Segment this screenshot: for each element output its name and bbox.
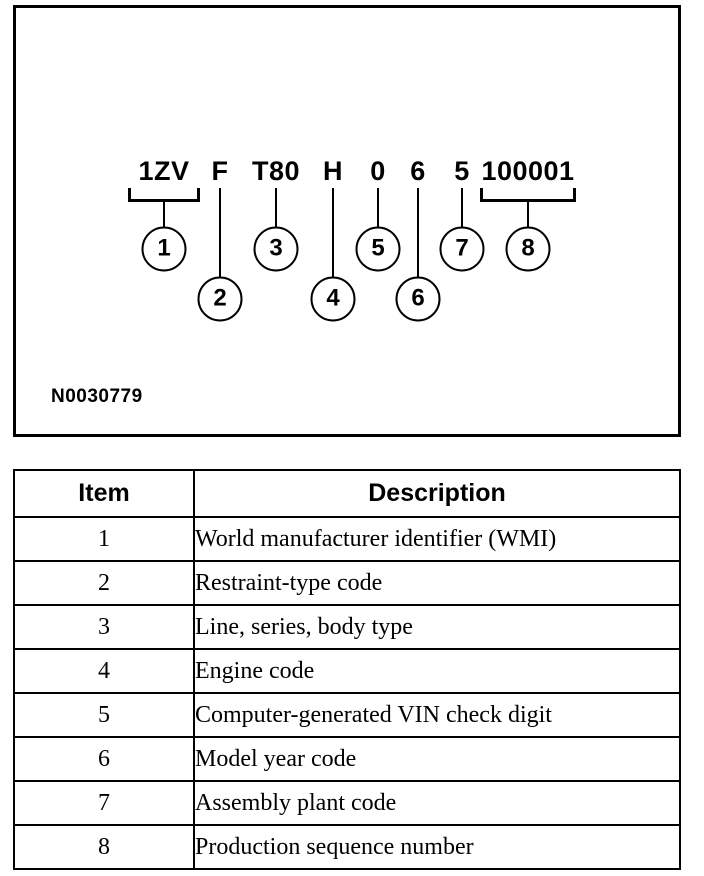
leader-line-2 [219, 188, 221, 277]
cell-description: Computer-generated VIN check digit [193, 692, 681, 738]
column-header-item: Item [13, 469, 195, 518]
leader-line-8 [527, 202, 529, 227]
cell-item-number: 1 [13, 516, 195, 562]
vin-bracket-1 [128, 188, 200, 202]
callout-circle-6: 6 [395, 276, 441, 322]
callout-circle-4: 4 [310, 276, 356, 322]
vin-bracket-8 [480, 188, 576, 202]
figure-reference-id: N0030779 [51, 386, 143, 407]
callout-circle-1: 1 [141, 226, 187, 272]
vin-segment-text-6: 6 [410, 156, 426, 186]
cell-item-number: 2 [13, 560, 195, 606]
callout-number-1: 1 [157, 234, 171, 262]
cell-item-number: 6 [13, 736, 195, 782]
callout-circle-7: 7 [439, 226, 485, 272]
callout-number-7: 7 [455, 234, 469, 262]
callout-number-8: 8 [521, 234, 535, 262]
cell-description: Restraint-type code [193, 560, 681, 606]
vin-segment-text-7: 5 [454, 156, 470, 186]
leader-line-6 [417, 188, 419, 277]
cell-description: Model year code [193, 736, 681, 782]
callout-number-6: 6 [411, 284, 425, 312]
leader-line-3 [275, 188, 277, 227]
cell-description: World manufacturer identifier (WMI) [193, 516, 681, 562]
vin-segment-text-1: 1ZV [138, 156, 190, 186]
cell-item-number: 5 [13, 692, 195, 738]
callout-circle-2: 2 [197, 276, 243, 322]
leader-line-1 [163, 202, 165, 227]
table-header-row: Item Description [13, 469, 681, 518]
callout-number-4: 4 [326, 284, 340, 312]
callout-circle-5: 5 [355, 226, 401, 272]
callout-number-2: 2 [213, 284, 227, 312]
cell-item-number: 4 [13, 648, 195, 694]
callout-circle-3: 3 [253, 226, 299, 272]
cell-item-number: 3 [13, 604, 195, 650]
cell-description: Engine code [193, 648, 681, 694]
cell-item-number: 8 [13, 824, 195, 870]
vin-segment-text-5: 0 [370, 156, 386, 186]
vin-segment-text-4: H [323, 156, 343, 186]
cell-description: Assembly plant code [193, 780, 681, 826]
cell-description: Line, series, body type [193, 604, 681, 650]
cell-description: Production sequence number [193, 824, 681, 870]
leader-line-7 [461, 188, 463, 227]
leader-line-4 [332, 188, 334, 277]
vin-segment-text-3: T80 [251, 156, 301, 186]
vin-segment-text-2: F [211, 156, 229, 186]
callout-number-5: 5 [371, 234, 385, 262]
cell-item-number: 7 [13, 780, 195, 826]
column-header-description: Description [193, 469, 681, 518]
leader-line-5 [377, 188, 379, 227]
vin-segment-text-8: 100001 [481, 156, 575, 186]
callout-circle-8: 8 [505, 226, 551, 272]
callout-number-3: 3 [269, 234, 283, 262]
